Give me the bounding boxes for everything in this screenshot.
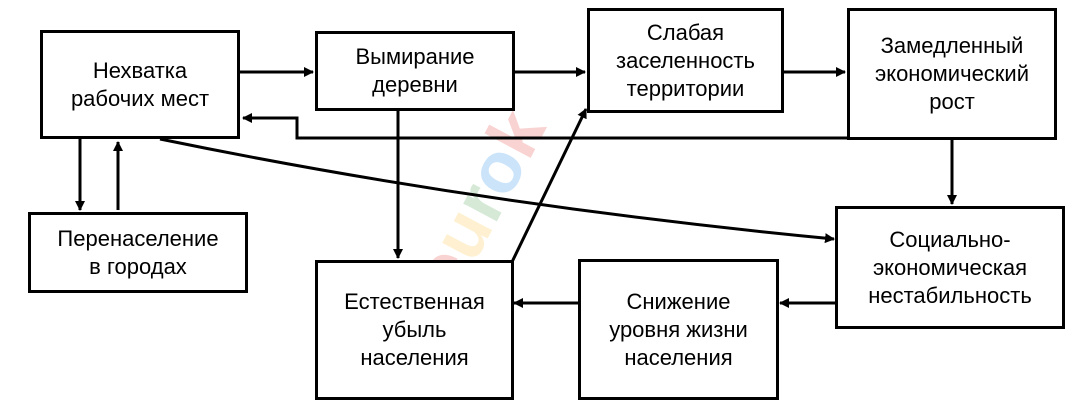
- node-natural-decline: Естественная убыль населения: [315, 260, 514, 400]
- node-instability: Социально- экономическая нестабильность: [835, 206, 1065, 329]
- node-slow-growth: Замедленный экономический рост: [847, 8, 1057, 140]
- node-living-standards-label: Снижение уровня жизни населения: [609, 288, 748, 370]
- node-living-standards: Снижение уровня жизни населения: [578, 259, 779, 400]
- node-overpopulation: Перенаселение в городах: [28, 212, 248, 293]
- node-dying-village-label: Вымирание деревни: [355, 44, 475, 97]
- arrow-decline-to-sparse: [510, 108, 588, 263]
- node-sparse-population: Слабая заселенность территории: [587, 8, 784, 113]
- arrow-growth-to-nojobs: [242, 113, 847, 140]
- node-no-jobs-label: Нехватка рабочих мест: [70, 57, 210, 111]
- node-dying-village: Вымирание деревни: [315, 31, 515, 111]
- arrow-nojobs-to-instability: [159, 137, 835, 244]
- node-instability-label: Социально- экономическая нестабильность: [868, 226, 1032, 308]
- node-overpopulation-label: Перенаселение в городах: [57, 225, 219, 279]
- node-sparse-population-label: Слабая заселенность территории: [616, 19, 755, 101]
- node-no-jobs: Нехватка рабочих мест: [40, 30, 240, 139]
- node-slow-growth-label: Замедленный экономический рост: [874, 33, 1030, 114]
- node-natural-decline-label: Естественная убыль населения: [344, 289, 485, 370]
